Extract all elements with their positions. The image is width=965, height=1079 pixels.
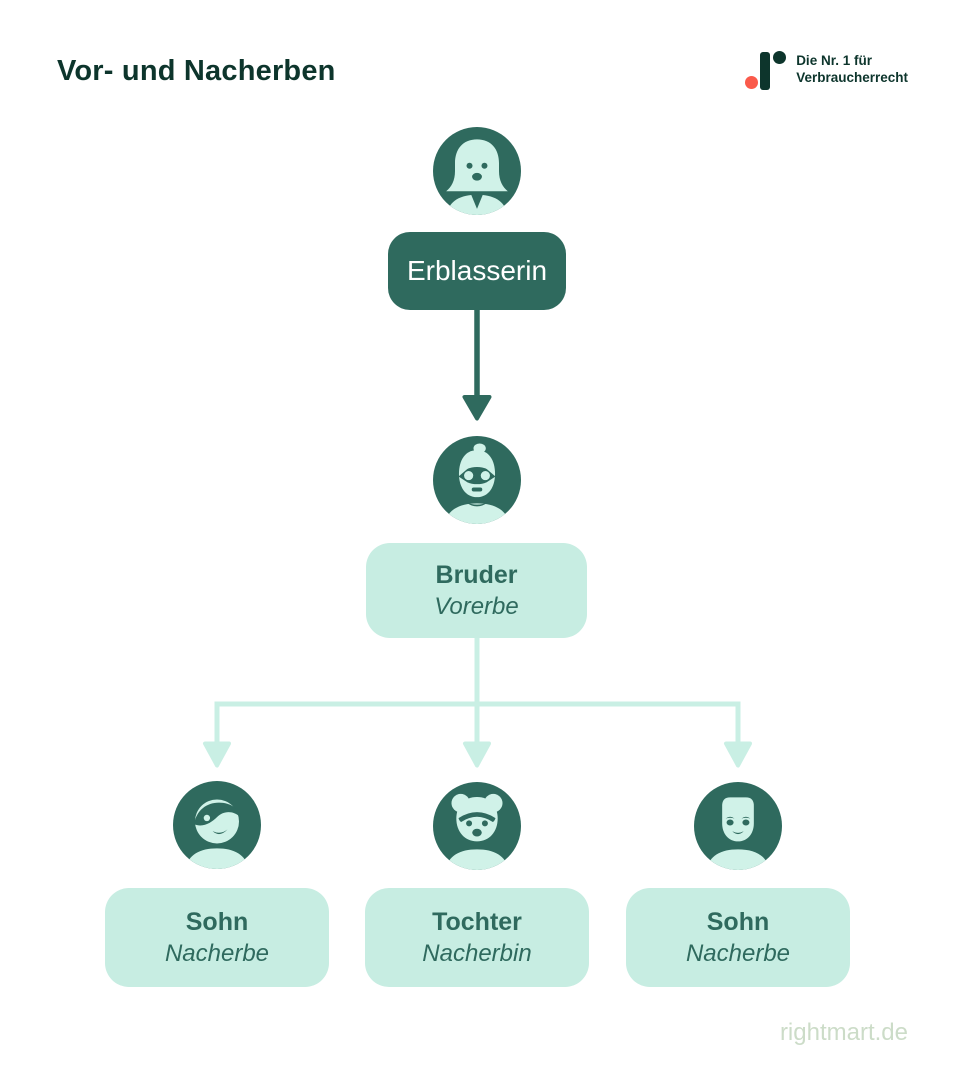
node-sohn-left-role: Nacherbe bbox=[164, 939, 270, 967]
node-sohn-right: Sohn Nacherbe bbox=[626, 888, 850, 987]
node-sohn-left-label: Sohn bbox=[185, 907, 249, 936]
arrowhead-child-left bbox=[203, 741, 231, 768]
node-bruder-role: Vorerbe bbox=[434, 592, 519, 620]
node-erblasserin: Erblasserin bbox=[388, 232, 566, 310]
node-tochter: Tochter Nacherbin bbox=[365, 888, 589, 987]
arrowhead-erblasserin-bruder bbox=[462, 395, 492, 421]
logo-tagline-line1: Die Nr. 1 für bbox=[796, 53, 872, 68]
arrowhead-child-center bbox=[463, 741, 491, 768]
node-sohn-right-role: Nacherbe bbox=[685, 939, 791, 967]
woman-avatar-icon bbox=[433, 127, 521, 215]
rightmart-logo: Die Nr. 1 für Verbraucherrecht bbox=[745, 49, 908, 93]
node-bruder: Bruder Vorerbe bbox=[366, 543, 587, 638]
logo-bar-icon bbox=[760, 52, 771, 90]
girl-buns-avatar-icon bbox=[433, 782, 521, 870]
node-tochter-role: Nacherbin bbox=[422, 939, 532, 967]
rightmart-logo-icon bbox=[745, 49, 787, 93]
node-sohn-left: Sohn Nacherbe bbox=[105, 888, 329, 987]
logo-tagline-line2: Verbraucherrecht bbox=[796, 69, 908, 85]
node-erblasserin-label: Erblasserin bbox=[406, 254, 548, 286]
node-sohn-right-label: Sohn bbox=[706, 907, 770, 936]
logo-tagline: Die Nr. 1 für Verbraucherrecht bbox=[796, 49, 908, 86]
young-man-side-hair-avatar-icon bbox=[173, 781, 261, 869]
young-man-flattop-avatar-icon bbox=[694, 782, 782, 870]
logo-dark-dot-icon bbox=[773, 51, 787, 64]
logo-red-dot-icon bbox=[745, 76, 759, 89]
node-tochter-label: Tochter bbox=[432, 907, 522, 936]
page-title: Vor- und Nacherben bbox=[57, 55, 336, 87]
arrowhead-child-right bbox=[724, 741, 752, 768]
footer-brand: rightmart.de bbox=[779, 1019, 908, 1046]
node-bruder-label: Bruder bbox=[435, 560, 518, 589]
man-glasses-avatar-icon bbox=[433, 436, 521, 524]
